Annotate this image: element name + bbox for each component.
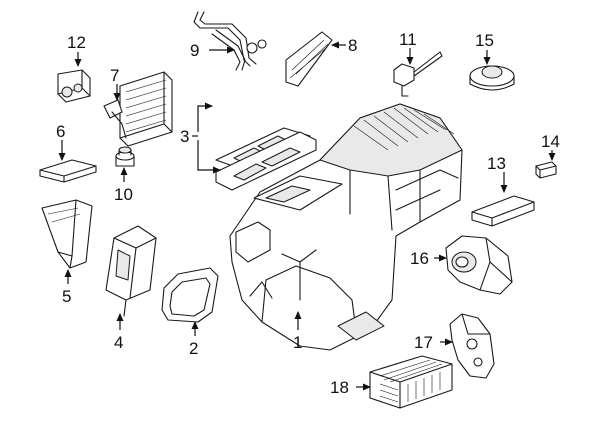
callout-1: 1 [293, 333, 302, 352]
callout-18: 18 [330, 378, 349, 397]
callout-9: 9 [190, 41, 199, 60]
callout-14: 14 [541, 132, 560, 151]
callout-leaders [58, 41, 556, 391]
callout-13: 13 [487, 154, 506, 173]
part-15-blower-motor [469, 65, 515, 91]
part-7-evaporator-core [103, 71, 173, 147]
callout-3: 3 [180, 127, 189, 146]
part-3-seals [215, 127, 317, 191]
part-1-hvac-housing [229, 103, 463, 351]
part-2-seal-ring [161, 267, 219, 323]
callout-16: 16 [410, 249, 429, 268]
part-17-bracket [449, 313, 495, 379]
part-18-heater-core [369, 355, 453, 409]
part-5-duct [41, 199, 93, 269]
part-14-block [535, 161, 557, 179]
part-10-cap [115, 146, 135, 167]
callout-labels: 1 2 3 4 5 6 7 8 9 10 11 12 13 14 15 16 1… [56, 30, 560, 397]
callout-2: 2 [189, 339, 198, 358]
callout-10: 10 [114, 185, 133, 204]
callout-4: 4 [114, 333, 123, 352]
part-8-filter-panel [285, 31, 333, 87]
callout-17: 17 [414, 333, 433, 352]
part-12-block-valve [57, 69, 91, 103]
callout-12: 12 [67, 33, 86, 52]
callout-7: 7 [110, 66, 119, 85]
part-13-cabin-filter [471, 195, 535, 227]
callout-5: 5 [62, 287, 71, 306]
callout-8: 8 [348, 36, 357, 55]
callout-11: 11 [399, 30, 417, 49]
part-16-blower-housing [445, 235, 513, 295]
part-4-housing [105, 225, 157, 317]
part-9-lines [193, 11, 267, 71]
part-6-filter [39, 159, 97, 183]
part-11-actuator [393, 51, 443, 97]
callout-15: 15 [475, 31, 494, 50]
callout-6: 6 [56, 122, 65, 141]
